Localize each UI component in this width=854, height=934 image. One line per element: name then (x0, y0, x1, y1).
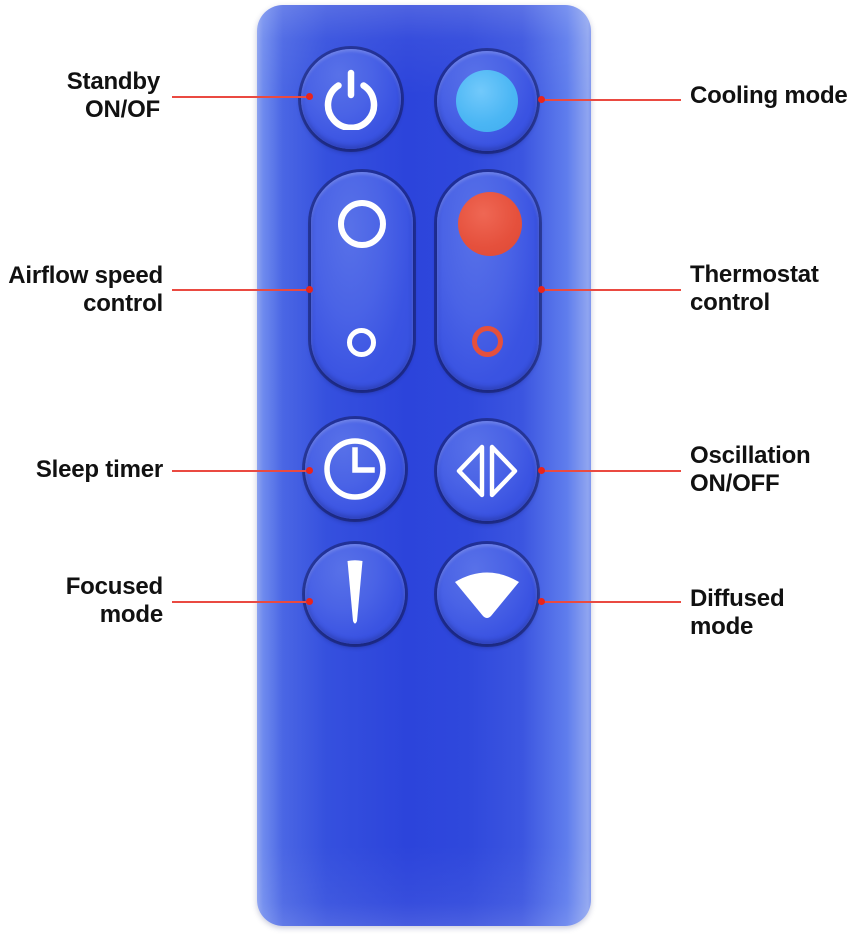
airflow-speed-button[interactable] (311, 172, 413, 390)
callout-label-airflow: Airflow speed control (8, 262, 163, 317)
leader-dot-diffused (538, 598, 545, 605)
leader-line-standby (172, 96, 312, 98)
cooling-mode-button[interactable] (437, 51, 537, 151)
wide-fan-icon (455, 572, 519, 618)
button-face (437, 421, 537, 521)
leader-dot-oscillation (538, 467, 545, 474)
callout-label-standby: Standby ON/OF (66, 68, 160, 123)
focused-mode-button[interactable] (305, 544, 405, 644)
callout-label-focused: Focused mode (65, 573, 163, 628)
leader-dot-focused (306, 598, 313, 605)
leader-dot-thermostat (538, 286, 545, 293)
leader-line-focused (172, 601, 312, 603)
leader-dot-cooling (538, 96, 545, 103)
diffused-mode-button[interactable] (437, 544, 537, 644)
button-face (301, 49, 401, 149)
leader-line-diffused (541, 601, 681, 603)
speed-increase-icon[interactable] (338, 200, 386, 248)
callout-label-cooling: Cooling mode (690, 82, 848, 109)
left-right-arrows-icon (456, 444, 518, 498)
leader-dot-standby (306, 93, 313, 100)
standby-power-button[interactable] (301, 49, 401, 149)
leader-line-sleep (172, 470, 312, 472)
leader-line-thermostat (541, 289, 681, 291)
leader-line-cooling (541, 99, 681, 101)
speed-decrease-icon[interactable] (347, 328, 376, 357)
clock-icon (324, 438, 386, 500)
callout-label-sleep: Sleep timer (35, 456, 163, 483)
narrow-cone-icon (347, 560, 363, 624)
leader-line-airflow (172, 289, 312, 291)
temperature-decrease-icon[interactable] (472, 326, 503, 357)
remote-control-body (257, 5, 591, 926)
oscillation-button[interactable] (437, 421, 537, 521)
power-icon (324, 69, 378, 130)
temperature-increase-icon[interactable] (458, 192, 522, 256)
leader-dot-sleep (306, 467, 313, 474)
sleep-timer-button[interactable] (305, 419, 405, 519)
leader-line-oscillation (541, 470, 681, 472)
callout-label-diffused: Diffused mode (690, 585, 785, 640)
callout-label-thermostat: Thermostat control (690, 261, 819, 316)
leader-dot-airflow (306, 286, 313, 293)
cool-dot-icon (456, 70, 518, 132)
callout-label-oscillation: Oscillation ON/OFF (690, 442, 811, 497)
thermostat-button[interactable] (437, 172, 539, 390)
